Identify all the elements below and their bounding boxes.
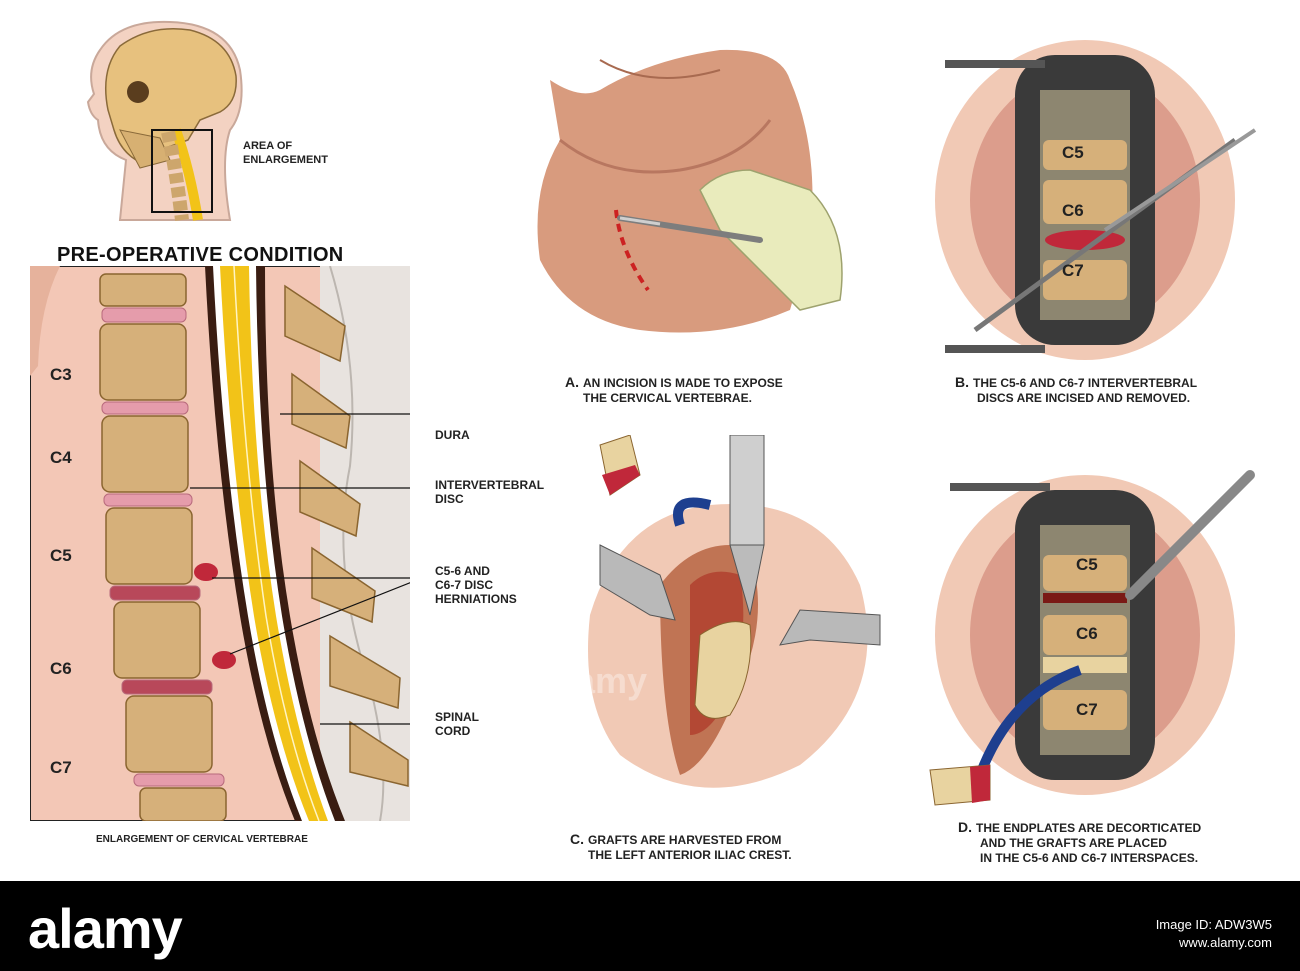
panel-d-illustration — [929, 470, 1255, 806]
stock-info: Image ID: ADW3W5 www.alamy.com — [1156, 916, 1272, 952]
footer-bar — [0, 881, 1300, 971]
step-d-caption: D.THE ENDPLATES ARE DECORTICATED AND THE… — [958, 819, 1202, 866]
area-of-enlargement-label: AREA OF ENLARGEMENT — [243, 140, 328, 166]
panel-d-label-c7: C7 — [1076, 700, 1098, 719]
panel-b-illustration — [935, 40, 1257, 360]
vertebra-label-c4: C4 — [50, 448, 72, 467]
preop-spine-illustration — [30, 266, 410, 821]
head-skull-illustration — [86, 20, 243, 221]
vertebra-label-c6: C6 — [50, 659, 72, 678]
spinal-cord-callout: SPINAL CORD — [435, 710, 480, 738]
step-a-caption: A.AN INCISION IS MADE TO EXPOSE THE CERV… — [565, 374, 783, 406]
intervertebral-discs — [101, 307, 225, 787]
panel-b-label-c5: C5 — [1062, 143, 1084, 162]
panel-a-illustration — [537, 49, 843, 333]
image-id: Image ID: ADW3W5 — [1155, 917, 1272, 932]
preop-caption: ENLARGEMENT OF CERVICAL VERTEBRAE — [96, 834, 308, 845]
watermark: alamy — [545, 660, 648, 701]
dura-callout: DURA — [435, 428, 470, 442]
herniation-callout: C5-6 AND C6-7 DISC HERNIATIONS — [435, 564, 517, 606]
disc-herniations — [194, 563, 236, 669]
panel-b-label-c6: C6 — [1062, 201, 1084, 220]
vertebral-bodies — [99, 273, 227, 821]
vertebra-label-c5: C5 — [50, 546, 72, 565]
disc-callout: INTERVERTEBRAL DISC — [435, 478, 545, 506]
panel-d-label-c6: C6 — [1076, 624, 1098, 643]
vertebra-label-c7: C7 — [50, 758, 72, 777]
step-b-caption: B.THE C5-6 AND C6-7 INTERVERTEBRAL DISCS… — [955, 374, 1198, 406]
site-url: www.alamy.com — [1179, 935, 1272, 950]
panel-b-label-c7: C7 — [1062, 261, 1084, 280]
panel-c-illustration — [588, 435, 881, 788]
preop-title: PRE-OPERATIVE CONDITION — [57, 244, 344, 266]
vertebra-label-c3: C3 — [50, 365, 72, 384]
alamy-logo: alamy — [28, 897, 183, 960]
step-c-caption: C.GRAFTS ARE HARVESTED FROM THE LEFT ANT… — [570, 831, 792, 863]
panel-d-label-c5: C5 — [1076, 555, 1098, 574]
